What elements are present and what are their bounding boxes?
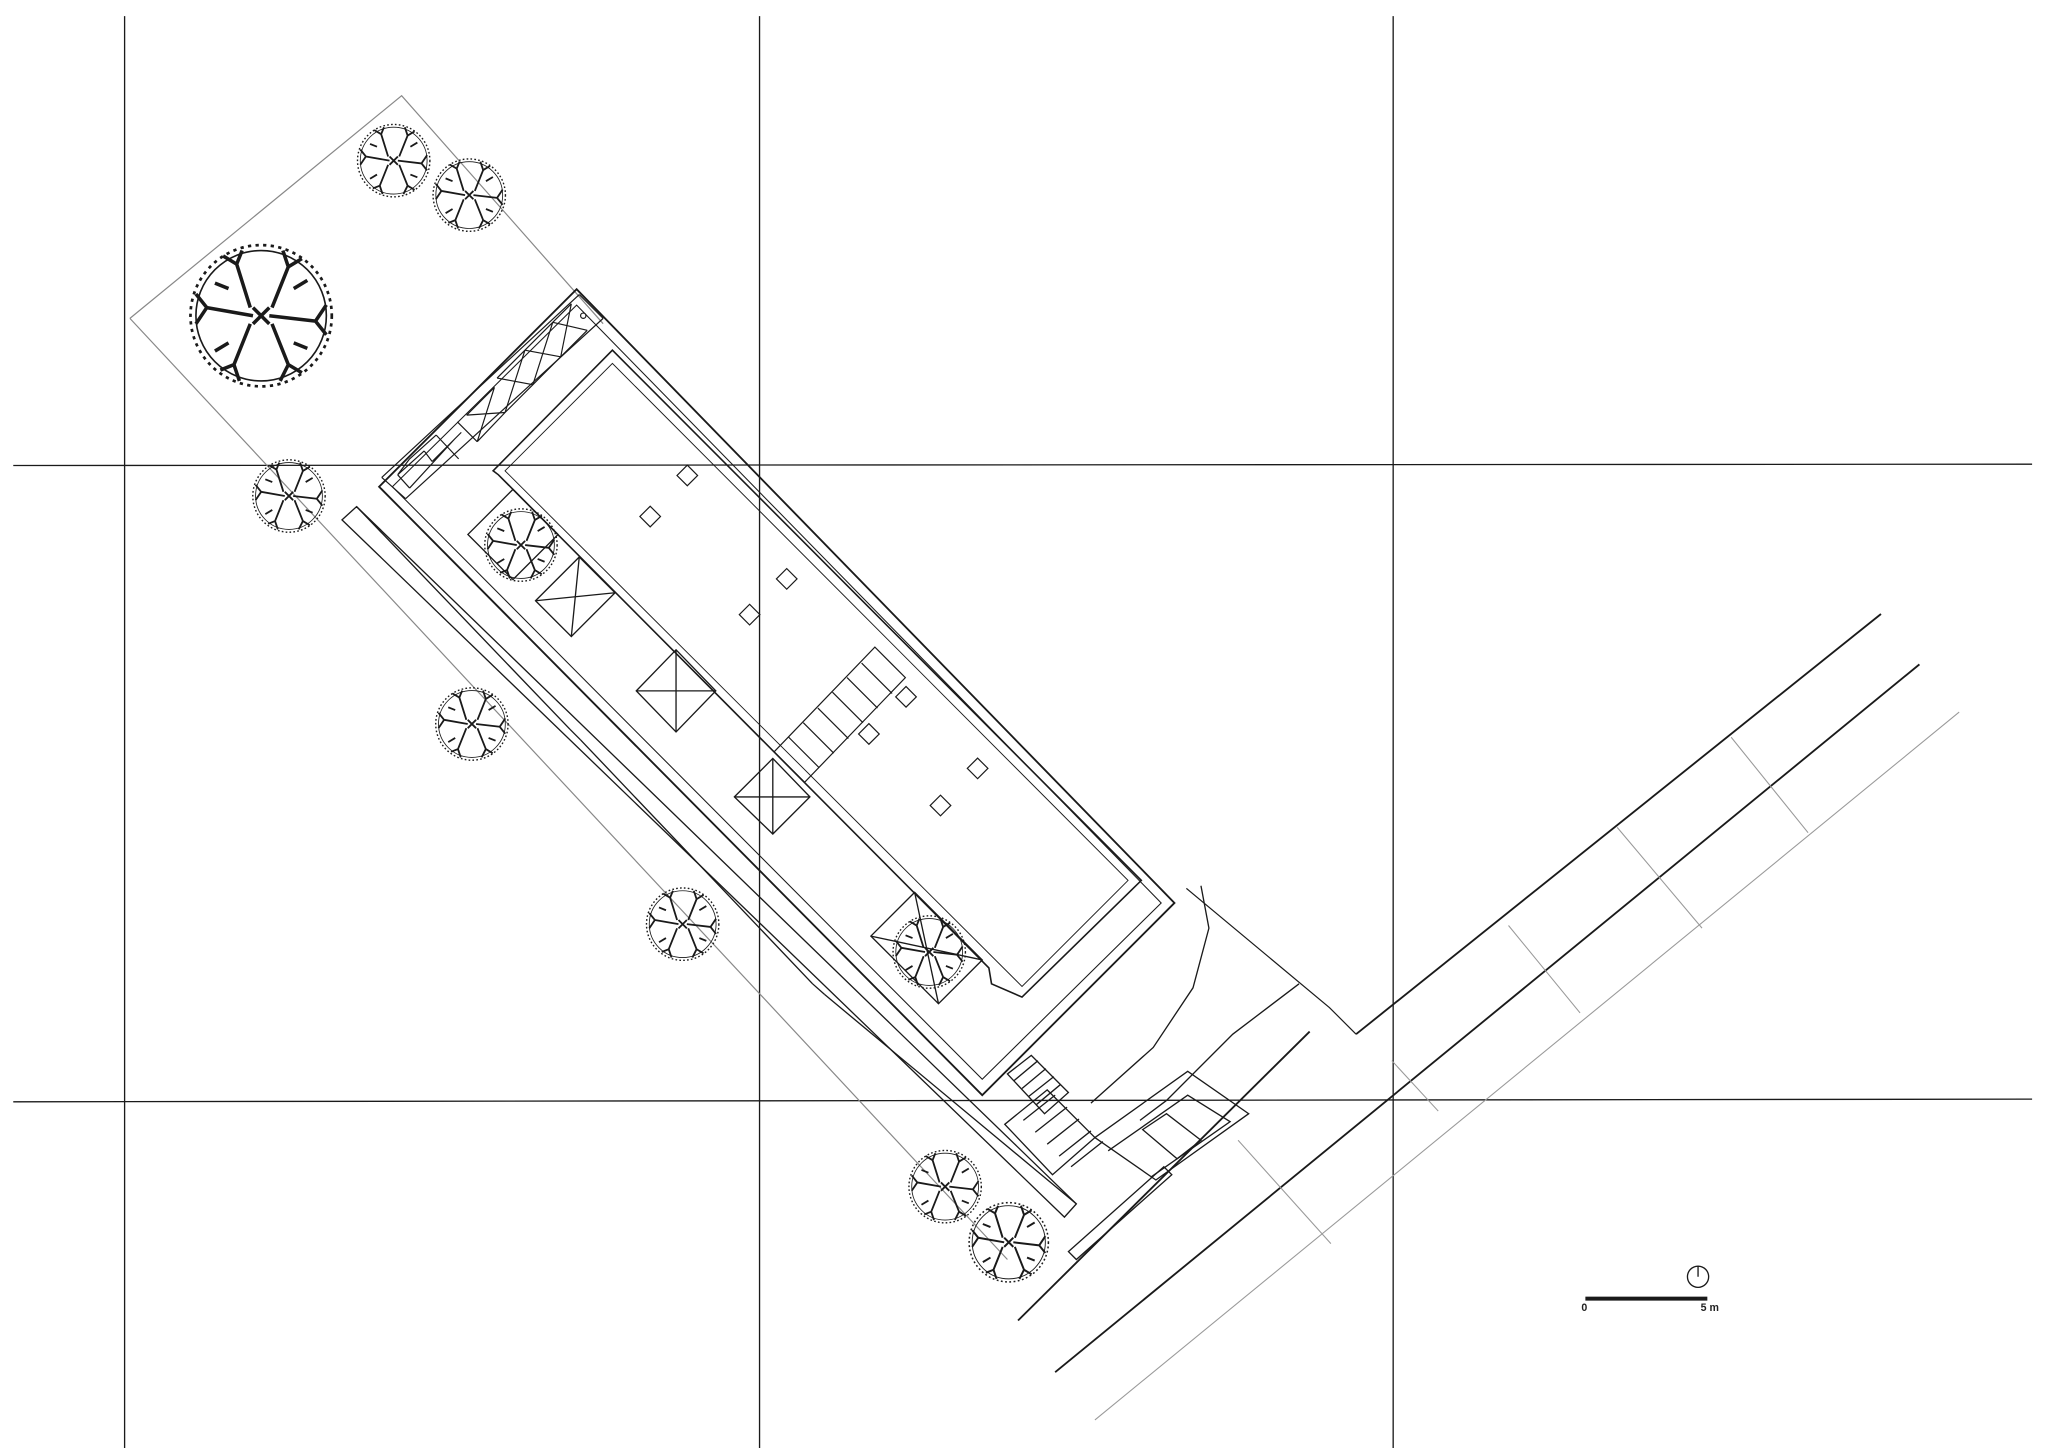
building-outer-wall	[377, 287, 1176, 1097]
skylight	[929, 794, 952, 817]
property-boundary	[129, 94, 1008, 1260]
street-edge-3	[1054, 663, 1921, 1373]
entrance-steps-upper	[1006, 1054, 1070, 1115]
sidewalk	[1094, 711, 1960, 1421]
tree-icon	[434, 686, 509, 762]
building-wall-inner-line	[391, 304, 1162, 1080]
grid-line-horizontal-1	[13, 463, 2033, 467]
tree-icon	[188, 243, 334, 389]
street-edge-1	[1017, 1030, 1311, 1322]
entrance-ramp	[1093, 1070, 1250, 1181]
tree-icon	[645, 887, 720, 962]
void-box-3	[635, 648, 717, 733]
void-box-4	[733, 757, 811, 835]
tree-icon	[356, 123, 431, 198]
scale-bar: 0 5 m	[1581, 1296, 1719, 1314]
street-edge-2	[1355, 613, 1882, 1035]
skylight	[676, 464, 699, 487]
skylight	[894, 685, 918, 708]
scale-end-label: 5 m	[1701, 1302, 1719, 1314]
skylight	[775, 567, 798, 591]
tree-icon	[968, 1201, 1050, 1283]
tree-icon	[251, 458, 327, 534]
tree-icon	[432, 158, 507, 233]
skylight	[738, 603, 761, 626]
entrance-area	[1003, 885, 1300, 1261]
grid-lines	[13, 16, 2033, 1448]
sidewalk-edge	[1094, 711, 1960, 1421]
west-walkway	[341, 505, 1078, 1219]
internal-stair	[773, 646, 907, 784]
driveway-curve	[1090, 885, 1300, 1121]
scale-start-label: 0	[1581, 1302, 1587, 1314]
roof-inner-line	[504, 362, 1129, 988]
courtyards	[466, 488, 984, 1005]
roof-outline	[491, 349, 1143, 999]
garden-wall	[1067, 1165, 1173, 1261]
scale-bar-line	[1585, 1296, 1708, 1301]
terrace-bracing	[381, 294, 604, 500]
tree-icon	[483, 507, 559, 583]
entrance-steps-lower	[1003, 1088, 1096, 1176]
trees	[188, 123, 1050, 1283]
skylight	[857, 722, 881, 746]
site-boundary-east	[1186, 887, 1357, 1035]
skylight	[966, 757, 989, 780]
skylight	[639, 505, 662, 528]
north-arrow-icon	[1686, 1265, 1710, 1289]
building	[377, 287, 1176, 1097]
skylights	[639, 464, 989, 817]
street	[1017, 613, 1921, 1373]
grid-line-horizontal-2	[13, 1098, 2033, 1103]
void-box-2	[534, 556, 617, 638]
tree-icon	[908, 1149, 983, 1224]
tree-icon	[892, 914, 967, 990]
void-box-1	[466, 488, 560, 581]
